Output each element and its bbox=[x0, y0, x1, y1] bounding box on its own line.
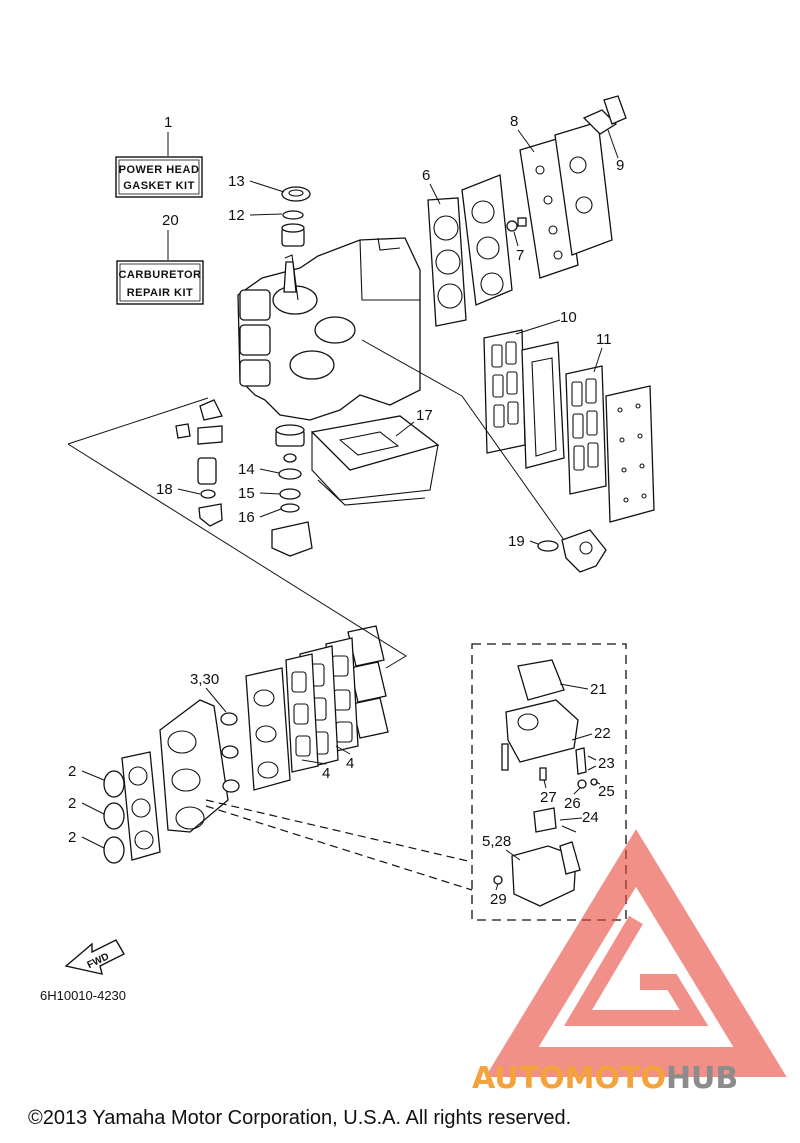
callout-4a: 4 bbox=[322, 765, 330, 782]
fwd-arrow-icon: FWD bbox=[64, 939, 125, 975]
callout-25: 25 bbox=[598, 783, 615, 800]
crank-seal-stack-bottom bbox=[271, 424, 313, 557]
screw-29 bbox=[493, 875, 503, 885]
o-ring-18 bbox=[200, 489, 216, 499]
power-head-gasket-kit: 1 POWER HEAD GASKET KIT bbox=[115, 114, 203, 198]
callout-26: 26 bbox=[564, 795, 581, 812]
diagram-code: 6H10010-4230 bbox=[40, 988, 126, 1003]
carb-gasket-plate bbox=[121, 751, 161, 861]
crank-seal-stack-top bbox=[281, 186, 311, 247]
exhaust-inner-cover bbox=[521, 341, 565, 469]
needle-23 bbox=[575, 747, 587, 775]
head-cover bbox=[554, 121, 613, 256]
engine-block-drawing bbox=[237, 237, 421, 421]
kit-box-power-head bbox=[115, 156, 203, 198]
carburetor-repair-kit: 20 CARBURETOR REPAIR KIT bbox=[116, 212, 204, 305]
thermostat-cover-9 bbox=[582, 95, 627, 135]
kit-label-power-head-line1: POWER HEAD bbox=[119, 164, 200, 176]
callout-4b: 4 bbox=[346, 755, 354, 772]
cylinder-head bbox=[461, 174, 513, 306]
callout-29: 29 bbox=[490, 891, 507, 908]
o-ring-12 bbox=[282, 210, 304, 220]
callout-10: 10 bbox=[560, 309, 577, 326]
callout-20: 20 bbox=[162, 212, 179, 229]
callout-11: 11 bbox=[596, 331, 612, 348]
exhaust-gasket-11 bbox=[565, 365, 607, 495]
callout-1: 1 bbox=[164, 114, 172, 131]
callout-19: 19 bbox=[508, 533, 525, 550]
callout-2b: 2 bbox=[68, 795, 76, 812]
carburetor-detail-frame bbox=[471, 643, 627, 921]
callout-7: 7 bbox=[516, 247, 524, 264]
o-ring-3-30 bbox=[220, 712, 238, 726]
callout-23: 23 bbox=[598, 755, 615, 772]
intake-manifold bbox=[159, 699, 240, 833]
callout-12: 12 bbox=[228, 207, 245, 224]
watermark-text: AUTOMOTOHUB bbox=[472, 1061, 738, 1096]
kit-label-power-head-line2: GASKET KIT bbox=[123, 180, 195, 192]
fitting-parts-18 bbox=[175, 399, 223, 527]
watermark-text-part2: HUB bbox=[666, 1061, 738, 1096]
carb-top-cover-21 bbox=[517, 659, 565, 701]
callout-2c: 2 bbox=[68, 829, 76, 846]
float-chamber-5-28 bbox=[511, 845, 577, 907]
gaskets-2 bbox=[103, 770, 125, 864]
reed-gasket-4a bbox=[285, 653, 319, 773]
callout-16: 16 bbox=[238, 509, 255, 526]
callout-8: 8 bbox=[510, 113, 518, 130]
callout-15: 15 bbox=[238, 485, 255, 502]
callout-21: 21 bbox=[590, 681, 607, 698]
watermark-triangle-icon bbox=[485, 829, 787, 1077]
jet-26 bbox=[577, 779, 587, 789]
callout-6: 6 bbox=[422, 167, 430, 184]
watermark-text-part1: AUTOMOTO bbox=[472, 1061, 666, 1096]
callout-24: 24 bbox=[582, 809, 599, 826]
bolt-7 bbox=[506, 217, 527, 232]
kit-label-carburetor-line2: REPAIR KIT bbox=[127, 287, 194, 299]
gasket-19 bbox=[537, 540, 559, 552]
fuel-pump-19 bbox=[537, 529, 607, 573]
cylinder-head-gasket-6 bbox=[427, 197, 467, 327]
base-gasket-17 bbox=[310, 415, 440, 506]
o-ring-16 bbox=[280, 503, 300, 513]
callout-3-30: 3,30 bbox=[190, 671, 219, 688]
callout-5-28: 5,28 bbox=[482, 833, 511, 850]
float-24 bbox=[533, 807, 557, 833]
callout-17: 17 bbox=[416, 407, 433, 424]
callout-2a: 2 bbox=[68, 763, 76, 780]
callout-27: 27 bbox=[540, 789, 557, 806]
copyright-notice: ©2013 Yamaha Motor Corporation, U.S.A. A… bbox=[28, 1107, 571, 1129]
jet-27 bbox=[501, 743, 509, 771]
callout-22: 22 bbox=[594, 725, 611, 742]
kit-label-carburetor-line1: CARBURETOR bbox=[118, 269, 201, 281]
carb-body bbox=[505, 699, 579, 763]
callout-18: 18 bbox=[156, 481, 173, 498]
oil-seal-14 bbox=[278, 468, 302, 480]
seal-housing bbox=[271, 521, 313, 557]
callout-9: 9 bbox=[616, 157, 624, 174]
carburetor-detail bbox=[493, 659, 598, 907]
exhaust-outer-cover bbox=[605, 385, 655, 523]
intake-plate bbox=[245, 667, 291, 791]
callout-13: 13 bbox=[228, 173, 245, 190]
oil-seal-15 bbox=[279, 488, 301, 500]
callout-14: 14 bbox=[238, 461, 255, 478]
automotohub-watermark: AUTOMOTOHUB bbox=[472, 829, 787, 1096]
exhaust-gasket-10 bbox=[483, 329, 526, 454]
oil-seal-13 bbox=[281, 186, 311, 202]
kit-box-carburetor bbox=[116, 260, 204, 305]
